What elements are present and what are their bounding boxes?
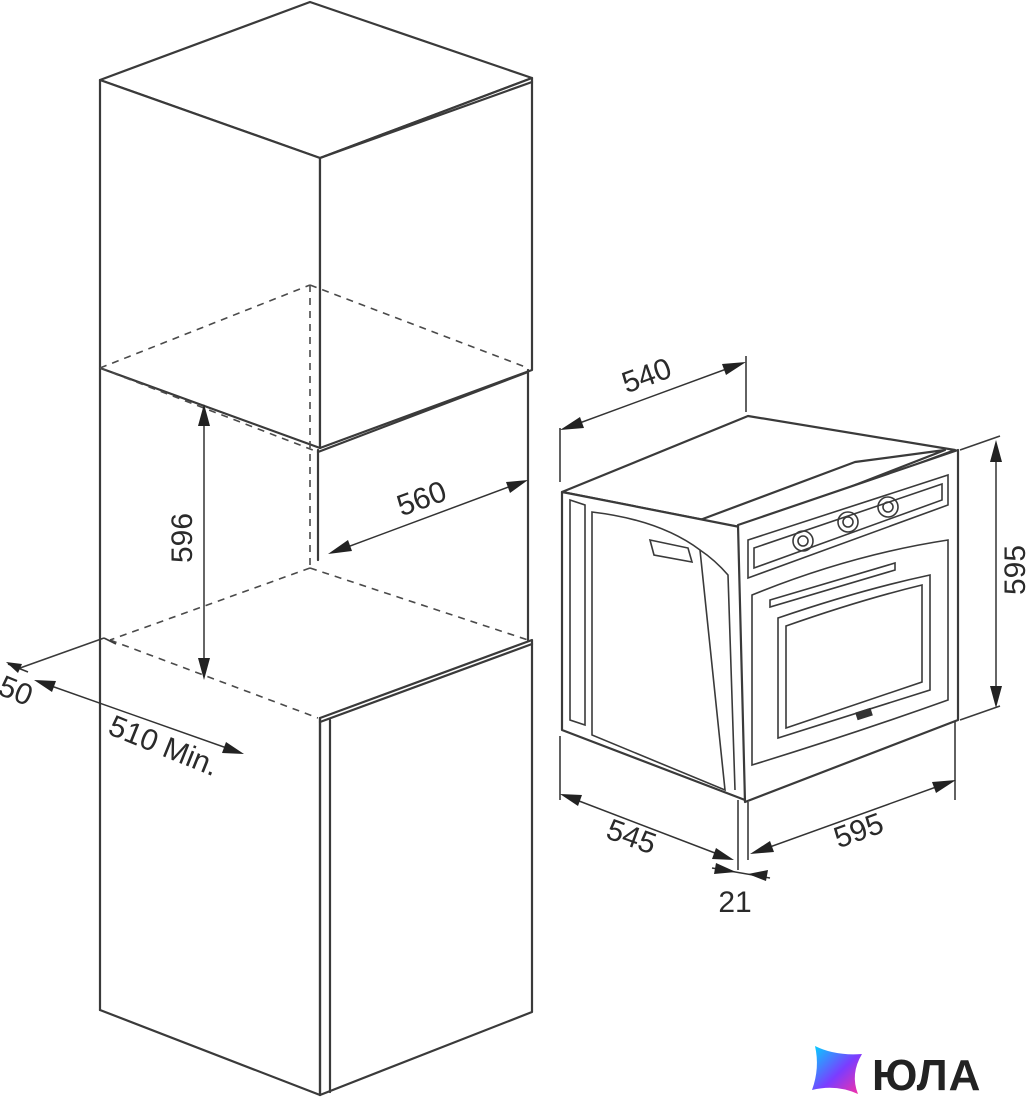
door-handle — [769, 561, 896, 609]
yula-logo: ЮЛА — [812, 1046, 981, 1100]
dimension-595-width: 595 — [830, 807, 888, 855]
cabinet — [19, 0, 534, 1097]
knob-2-icon — [837, 511, 859, 533]
yula-logo-icon — [812, 1046, 862, 1094]
knob-3-icon — [877, 496, 899, 518]
dimension-510-min: 510 Min. — [104, 709, 223, 783]
yula-logo-text: ЮЛА — [872, 1051, 981, 1100]
dimension-595-height: 595 — [999, 545, 1030, 595]
dimension-21: 21 — [718, 886, 751, 919]
knob-1-icon — [792, 530, 814, 552]
dimension-540: 540 — [618, 352, 676, 400]
lower-cabinet — [98, 638, 534, 1097]
dimension-596: 596 — [166, 513, 199, 563]
oven — [560, 414, 960, 804]
cabinet-niche — [98, 284, 530, 1012]
dimension-560: 560 — [393, 475, 451, 523]
dimension-50: 50 — [0, 670, 37, 713]
upper-cabinet — [98, 0, 534, 450]
dimension-545: 545 — [602, 813, 660, 861]
